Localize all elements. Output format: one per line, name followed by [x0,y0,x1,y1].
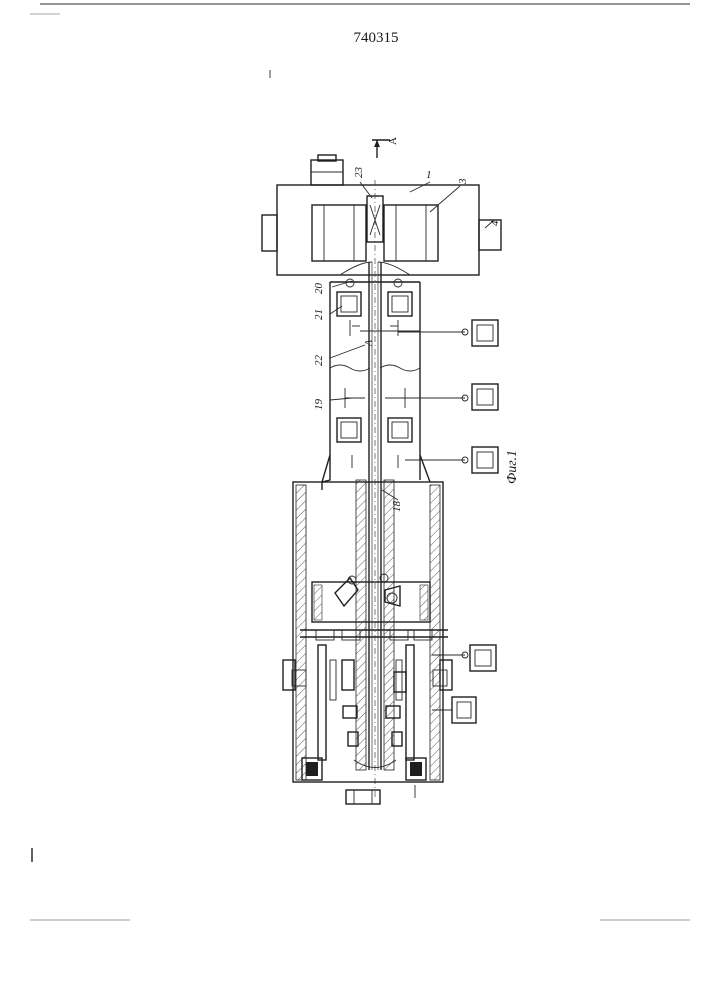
drive-motor-4 [432,645,496,671]
callout-21: 21 [313,309,325,320]
leader-lines [330,182,494,500]
callout-18: 18 [391,501,403,513]
central-shaft [369,180,381,800]
section-label-middle: A [364,339,375,347]
figure-caption: Фиг.1 [505,450,520,484]
drive-motors [398,320,498,723]
callout-22: 22 [313,355,325,367]
callout-1: 1 [426,169,432,181]
drive-motor-3 [405,447,498,473]
callout-19: 19 [313,399,325,411]
patent-number: 740315 [354,30,399,46]
stand-housing [262,155,501,275]
lower-housing [283,480,452,798]
drive-motor-1 [398,320,498,346]
callout-20: 20 [313,283,325,295]
section-label-top: A [387,137,399,145]
section-mark-top: A [372,137,399,158]
callout-4: 4 [489,220,501,226]
upper-guide-block [322,279,430,490]
callout-23: 23 [353,167,365,179]
drive-motor-2 [405,384,498,410]
callout-3: 3 [457,178,469,185]
